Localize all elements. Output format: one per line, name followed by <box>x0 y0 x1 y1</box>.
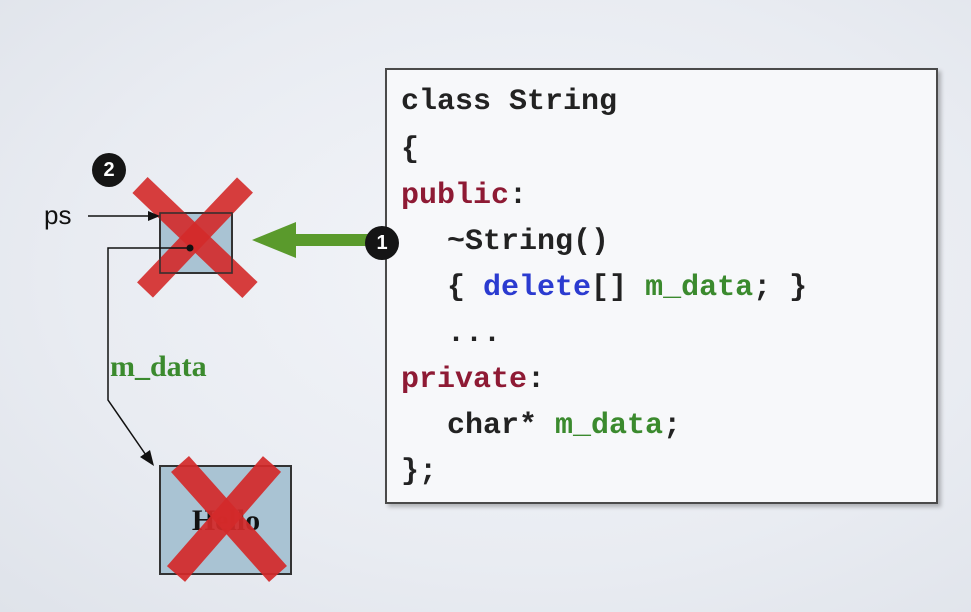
step-1-badge: 1 <box>365 226 399 260</box>
delete-open-brace: { <box>447 271 484 305</box>
code-line-delete: { delete[] m_data; } <box>447 270 807 306</box>
m_data-pointer-arrow <box>107 247 190 466</box>
code-line-close: }; <box>401 455 438 489</box>
private-colon: : <box>527 363 546 397</box>
member-identifier: m_data <box>555 409 664 443</box>
code-line-public: public: <box>401 178 527 214</box>
code-line-member: char* m_data; <box>447 408 681 444</box>
step-2-badge: 2 <box>92 153 126 187</box>
public-colon: : <box>509 179 528 213</box>
code-line-ellipsis: ... <box>447 317 502 351</box>
hello-buffer-text: Hello <box>191 504 261 537</box>
code-line-private: private: <box>401 362 545 398</box>
delete-close: ; } <box>753 271 808 305</box>
public-keyword: public <box>401 179 510 213</box>
class-code-box: class String { public: ~String() { delet… <box>385 68 938 504</box>
delete-keyword: delete <box>483 271 592 305</box>
delete-brackets: [] <box>591 271 646 305</box>
m_data-label: m_data <box>110 350 207 383</box>
code-line-open-brace: { <box>401 133 420 167</box>
member-type: char* <box>447 409 556 443</box>
code-line-class: class String <box>401 85 618 119</box>
member-semicolon: ; <box>663 409 682 443</box>
delete-identifier: m_data <box>645 271 754 305</box>
delete-cross-object <box>132 177 258 298</box>
ps-label: ps <box>44 200 72 230</box>
private-keyword: private <box>401 363 528 397</box>
code-line-destructor: ~String() <box>447 225 610 259</box>
ps-pointer-arrow <box>88 211 160 221</box>
